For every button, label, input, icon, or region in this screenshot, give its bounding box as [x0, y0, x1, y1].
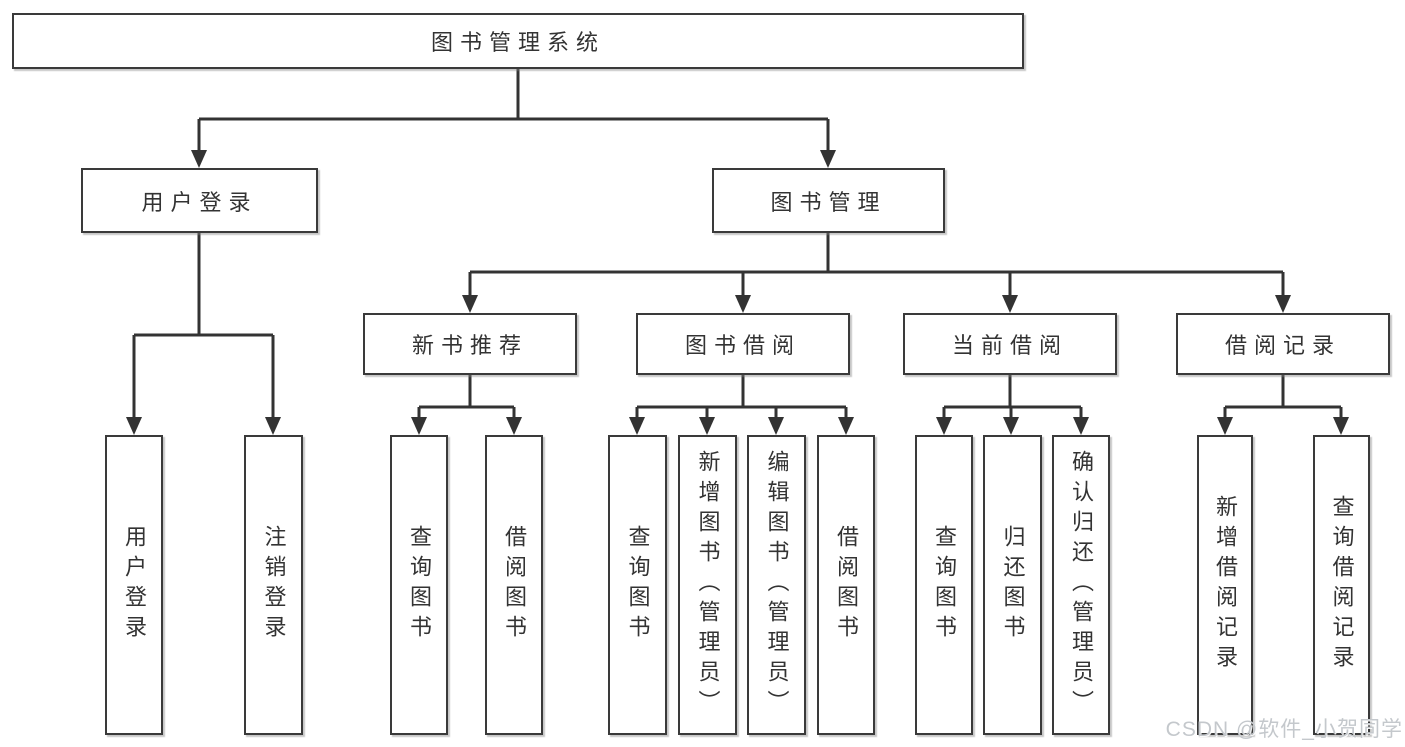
arrow-down-icon — [629, 417, 645, 435]
node-book-management: 图书管理 — [712, 168, 945, 233]
arrow-down-icon — [1333, 417, 1349, 435]
arrow-down-icon — [1275, 295, 1291, 313]
connector-root — [197, 69, 830, 150]
leaf-query-book-current: 查询图书 — [915, 435, 973, 735]
arrow-down-icon — [699, 417, 715, 435]
leaf-query-book-recommend: 查询图书 — [390, 435, 448, 735]
node-book-borrowing: 图书借阅 — [636, 313, 850, 375]
connector-book-management — [468, 233, 1285, 295]
leaf-query-borrow-record: 查询借阅记录 — [1313, 435, 1370, 735]
leaf-query-book-borrowing: 查询图书 — [608, 435, 667, 735]
connector-book-borrowing — [635, 375, 848, 417]
arrow-down-icon — [936, 417, 952, 435]
arrow-down-icon — [838, 417, 854, 435]
leaf-return-book: 归还图书 — [983, 435, 1042, 735]
leaf-user-login: 用户登录 — [105, 435, 163, 735]
connector-user-login — [132, 233, 275, 417]
node-root: 图书管理系统 — [12, 13, 1024, 69]
leaf-borrow-book-borrowing: 借阅图书 — [817, 435, 875, 735]
connector-borrowing-records — [1223, 375, 1343, 417]
arrow-down-icon — [411, 417, 427, 435]
arrow-down-icon — [1003, 417, 1019, 435]
arrow-down-icon — [1217, 417, 1233, 435]
leaf-borrow-book-recommend: 借阅图书 — [485, 435, 543, 735]
leaf-logout: 注销登录 — [244, 435, 303, 735]
arrow-down-icon — [768, 417, 784, 435]
node-new-book-recommend: 新书推荐 — [363, 313, 577, 375]
arrow-down-icon — [1073, 417, 1089, 435]
arrow-down-icon — [506, 417, 522, 435]
watermark-text: CSDN @软件_小贺同学 — [1165, 718, 1403, 741]
connector-current-borrowing — [942, 375, 1083, 417]
arrow-down-icon — [1002, 295, 1018, 313]
arrow-down-icon — [191, 150, 207, 168]
node-current-borrowing: 当前借阅 — [903, 313, 1117, 375]
arrow-down-icon — [462, 295, 478, 313]
leaf-confirm-return-admin: 确认归还（管理员） — [1052, 435, 1110, 735]
node-user-login: 用户登录 — [81, 168, 318, 233]
leaf-edit-book-admin: 编辑图书（管理员） — [747, 435, 806, 735]
leaf-add-book-admin: 新增图书（管理员） — [678, 435, 737, 735]
connector-new-book-recommend — [417, 375, 516, 417]
leaf-add-borrow-record: 新增借阅记录 — [1197, 435, 1253, 735]
arrow-down-icon — [126, 417, 142, 435]
arrow-down-icon — [265, 417, 281, 435]
arrow-down-icon — [820, 150, 836, 168]
node-borrowing-records: 借阅记录 — [1176, 313, 1390, 375]
arrow-down-icon — [735, 295, 751, 313]
